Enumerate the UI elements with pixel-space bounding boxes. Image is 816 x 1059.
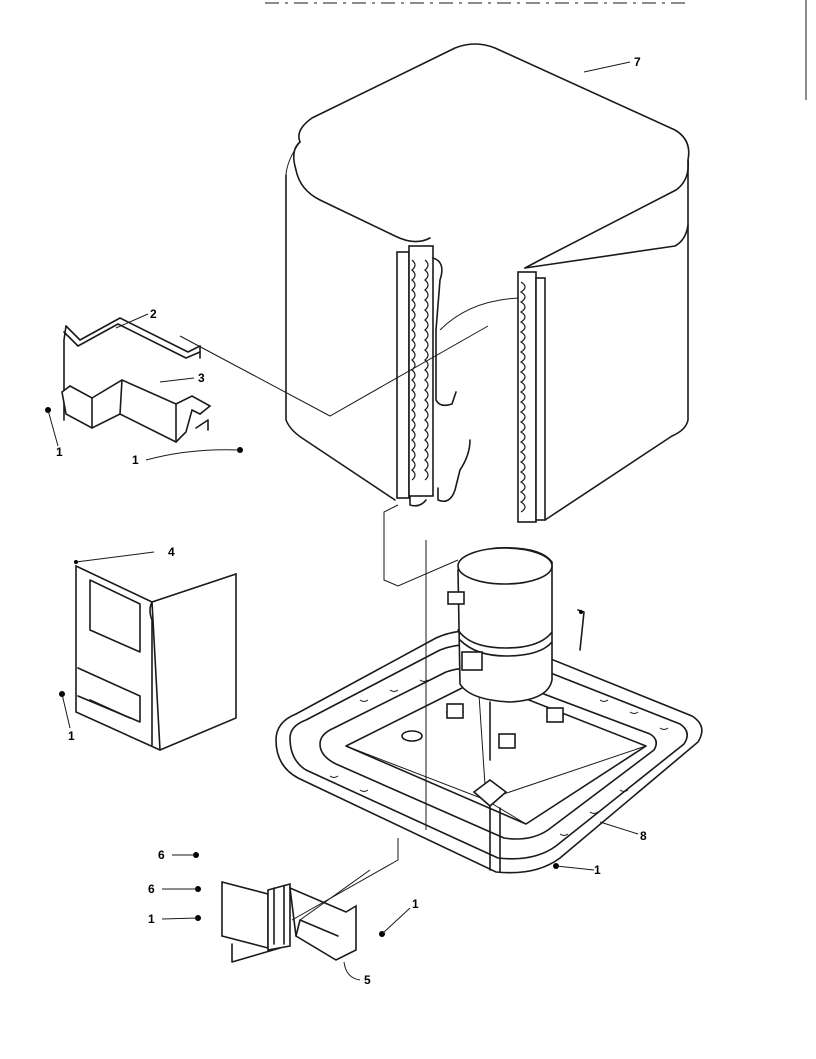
condenser-coil-part-7 — [285, 43, 690, 523]
callout-2: 2 — [150, 307, 157, 321]
callout-6-middle: 6 — [148, 882, 155, 896]
screw-fastener — [577, 609, 585, 651]
assembly-guide-lines — [179, 325, 489, 921]
callout-1-control-left: 1 — [148, 912, 155, 926]
callout-6-top: 6 — [158, 848, 165, 862]
callout-labels: 7 2 3 1 1 4 1 8 6 1 6 1 1 5 — [56, 55, 647, 987]
leader-lines — [45, 61, 639, 981]
scan-edge-marks — [265, 0, 807, 100]
control-bracket-part-5 — [221, 880, 357, 963]
callout-1-base: 1 — [594, 863, 601, 877]
callout-7: 7 — [634, 55, 641, 69]
bracket-part-3 — [61, 379, 212, 443]
callout-1-bracket-right: 1 — [132, 453, 139, 467]
callout-1-bracket-left: 1 — [56, 445, 63, 459]
callout-5: 5 — [364, 973, 371, 987]
callout-1-panel: 1 — [68, 729, 75, 743]
callout-8: 8 — [640, 829, 647, 843]
callout-1-control-right: 1 — [412, 897, 419, 911]
callout-4: 4 — [168, 545, 175, 559]
access-panel-part-4 — [75, 564, 237, 751]
callout-3: 3 — [198, 371, 205, 385]
base-pan-part-8 — [275, 630, 703, 874]
compressor — [447, 546, 553, 761]
